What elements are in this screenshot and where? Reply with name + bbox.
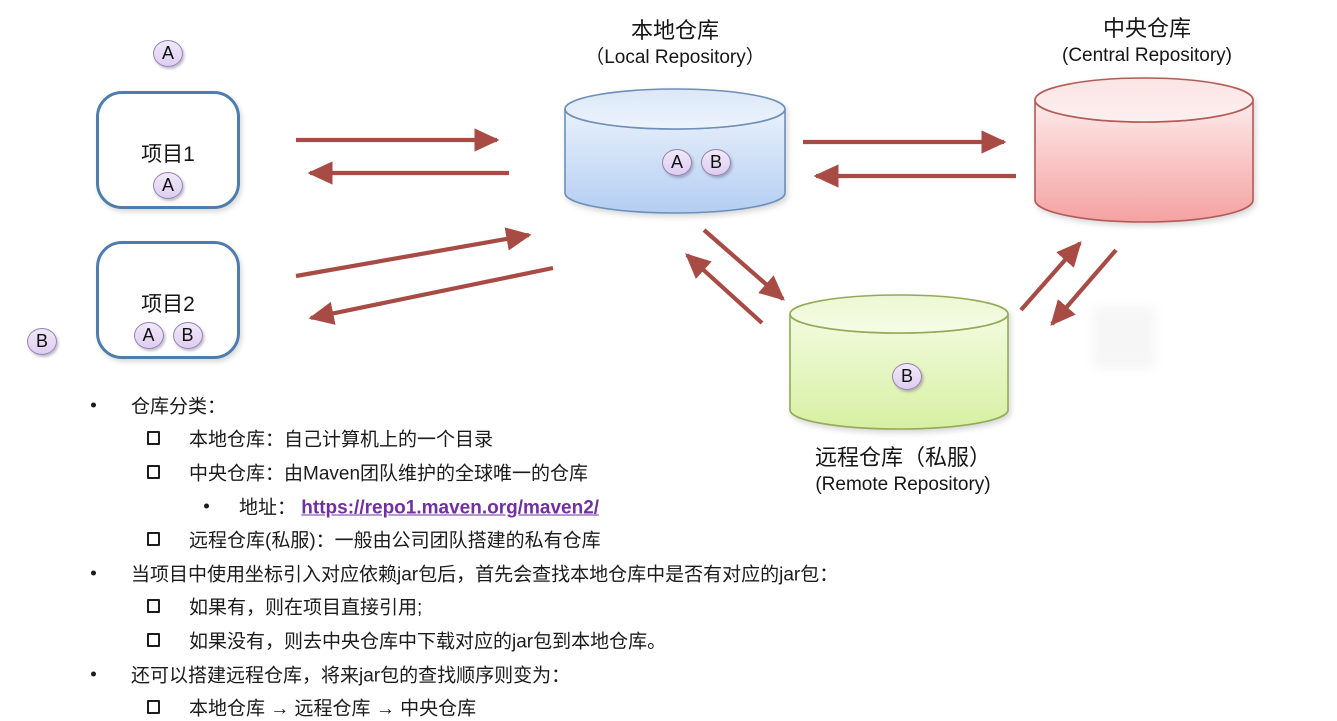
square-bullet-icon — [147, 599, 160, 614]
arrow-remote-to-local — [685, 253, 764, 325]
badge-b-floating: B — [27, 328, 57, 355]
square-bullet-icon — [147, 431, 160, 446]
remote-repo-badge-b: B — [892, 363, 922, 390]
note-text: 还可以搭建远程仓库，将来jar包的查找顺序则变为： — [131, 665, 571, 687]
note-line: 如果有，则在项目直接引用; — [0, 590, 1337, 624]
maven-central-link[interactable]: https://repo1.maven.org/maven2/ — [301, 497, 600, 519]
note-text: 地址： https://repo1.maven.org/maven2/ — [239, 497, 600, 519]
note-line: 仓库分类： — [0, 388, 1337, 422]
badge-a-floating: A — [153, 40, 183, 67]
note-line: 中央仓库：由Maven团队维护的全球唯一的仓库 — [0, 455, 1337, 489]
dot-bullet-icon — [91, 402, 96, 408]
project1-label: 项目1 — [141, 143, 195, 166]
arrow-remote-to-central — [1019, 241, 1082, 312]
note-line: 还可以搭建远程仓库，将来jar包的查找顺序则变为： — [0, 657, 1337, 691]
badge-a: A — [153, 172, 183, 199]
local-repo-title-en: （Local Repository） — [585, 47, 765, 68]
note-line: 本地仓库 → 远程仓库 → 中央仓库 — [0, 690, 1337, 721]
central-repo-title-en: (Central Repository) — [1062, 45, 1232, 66]
square-bullet-icon — [147, 700, 160, 715]
note-line: 地址： https://repo1.maven.org/maven2/ — [0, 489, 1337, 523]
watermark-smudge — [1093, 306, 1155, 368]
note-line: 如果没有，则去中央仓库中下载对应的jar包到本地仓库。 — [0, 623, 1337, 657]
square-bullet-icon — [147, 632, 160, 647]
badge-b: B — [172, 322, 203, 349]
dot-bullet-icon — [204, 503, 209, 509]
local-repo-title: 本地仓库 （Local Repository） — [555, 16, 795, 71]
remote-repo-title: 远程仓库（私服） (Remote Repository) — [789, 443, 1017, 498]
local-repo-title-zh: 本地仓库 — [630, 18, 719, 43]
square-bullet-icon — [147, 532, 160, 547]
note-text: 本地仓库：自己计算机上的一个目录 — [189, 429, 494, 451]
notes-list: 仓库分类： 本地仓库：自己计算机上的一个目录中央仓库：由Maven团队维护的全球唯… — [0, 388, 1337, 721]
dot-bullet-icon — [91, 570, 96, 576]
badge-a: A — [133, 322, 164, 349]
note-text: 如果有，则在项目直接引用; — [189, 597, 423, 619]
dot-bullet-icon — [91, 671, 96, 677]
badge-b: B — [701, 149, 731, 176]
badge-a: A — [662, 149, 692, 176]
arrow-local-to-project2 — [308, 265, 554, 325]
note-text: 中央仓库：由Maven团队维护的全球唯一的仓库 — [189, 463, 589, 485]
note-line: 本地仓库：自己计算机上的一个目录 — [0, 422, 1337, 456]
arrow-project2-to-local — [295, 227, 532, 279]
note-text: 如果没有，则去中央仓库中下载对应的jar包到本地仓库。 — [189, 631, 667, 653]
note-line: 远程仓库(私服)：一般由公司团队搭建的私有仓库 — [0, 522, 1337, 556]
note-text: 本地仓库 → 远程仓库 → 中央仓库 — [189, 698, 477, 720]
remote-repo-title-en: (Remote Repository) — [815, 474, 991, 495]
note-line: 当项目中使用坐标引入对应依赖jar包后，首先会查找本地仓库中是否有对应的jar包… — [0, 556, 1337, 590]
note-text: 远程仓库(私服)：一般由公司团队搭建的私有仓库 — [189, 530, 601, 552]
note-text: 当项目中使用坐标引入对应依赖jar包后，首先会查找本地仓库中是否有对应的jar包… — [131, 564, 839, 586]
central-repo-title: 中央仓库 (Central Repository) — [1027, 14, 1267, 69]
arrow-local-to-remote — [702, 228, 785, 301]
remote-repo-title-zh: 远程仓库（私服） — [814, 445, 991, 470]
project2-label: 项目2 — [141, 293, 195, 316]
central-repo-cylinder-icon — [1034, 77, 1254, 223]
project1-badges: A — [99, 172, 237, 199]
project1-box: 项目1 A — [96, 91, 240, 209]
square-bullet-icon — [147, 464, 160, 479]
note-text: 仓库分类： — [131, 396, 227, 418]
central-repo-title-zh: 中央仓库 — [1102, 16, 1191, 41]
